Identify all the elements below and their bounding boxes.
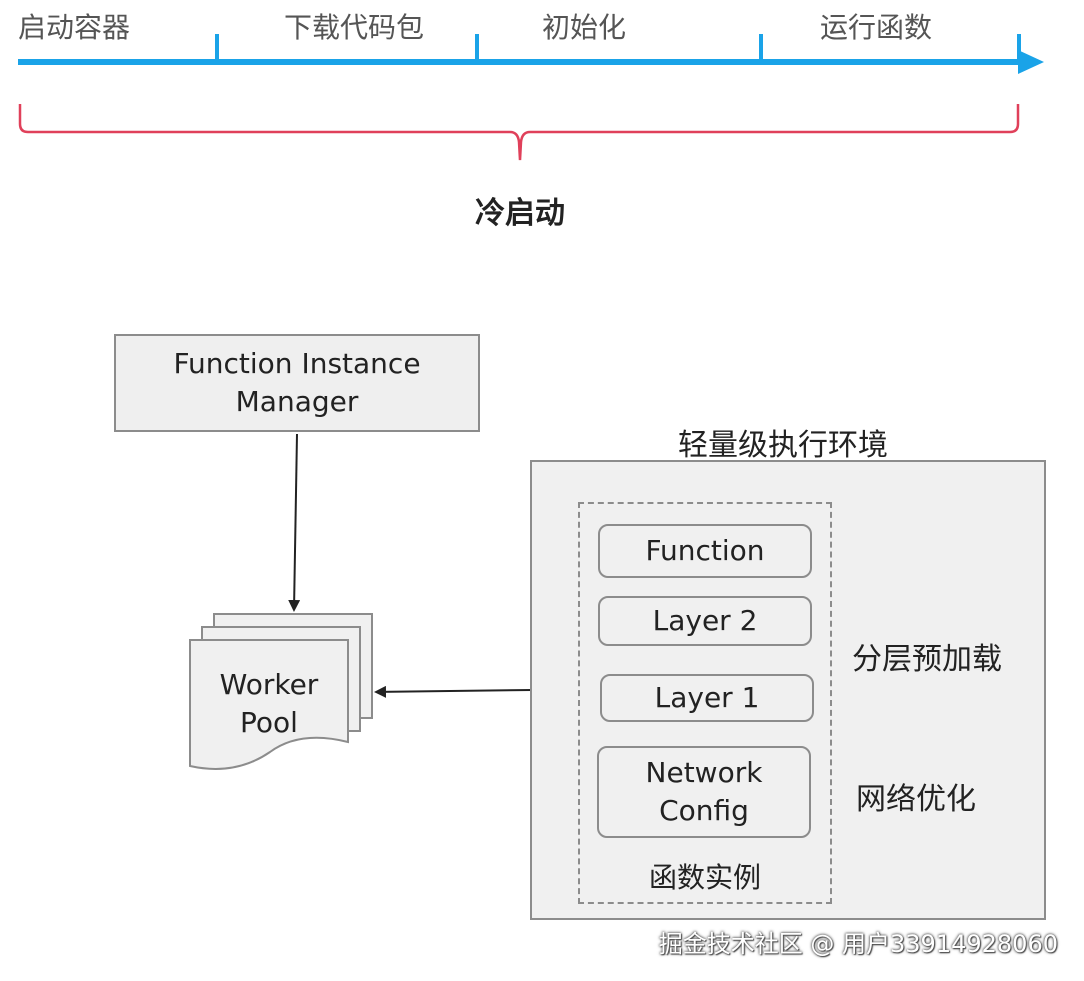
layered-preload-label: 分层预加载	[852, 642, 1002, 677]
layer-function-label: Function	[645, 534, 765, 567]
layer-2-box: Layer 2	[598, 596, 812, 646]
cold-start-label: 冷启动	[475, 196, 565, 231]
phase-start-container: 启动容器	[18, 11, 131, 44]
function-instance-manager-box: Function Instance Manager	[114, 334, 480, 432]
watermark-text: 掘金技术社区 @ 用户33914928060	[658, 930, 1058, 958]
manager-label: Function Instance Manager	[173, 347, 421, 418]
worker-pool-graphic	[189, 433, 533, 770]
environment-title: 轻量级执行环境	[678, 428, 888, 463]
phase-initialize: 初始化	[542, 11, 627, 44]
worker-pool-label: Worker Pool	[219, 668, 319, 739]
layer-1-box: Layer 1	[600, 674, 814, 722]
network-config-box: Network Config	[597, 746, 811, 838]
function-instance-dashed-box	[578, 502, 832, 904]
timeline-arrowhead	[1018, 50, 1044, 74]
phase-run-function: 运行函数	[820, 11, 933, 44]
env-to-pool-arrow	[374, 685, 533, 698]
layer-1-label: Layer 1	[654, 681, 760, 714]
function-instance-label: 函数实例	[648, 861, 761, 894]
cold-start-brace	[18, 104, 1020, 161]
layer-2-label: Layer 2	[652, 604, 758, 637]
layer-function-box: Function	[598, 524, 812, 578]
network-config-label: Network Config	[645, 756, 763, 827]
manager-to-pool-arrow	[288, 433, 301, 612]
pool-doc-front	[189, 639, 349, 770]
timeline-graphic	[18, 34, 1044, 161]
network-optimization-label: 网络优化	[856, 782, 976, 817]
phase-download-code: 下载代码包	[284, 11, 425, 44]
